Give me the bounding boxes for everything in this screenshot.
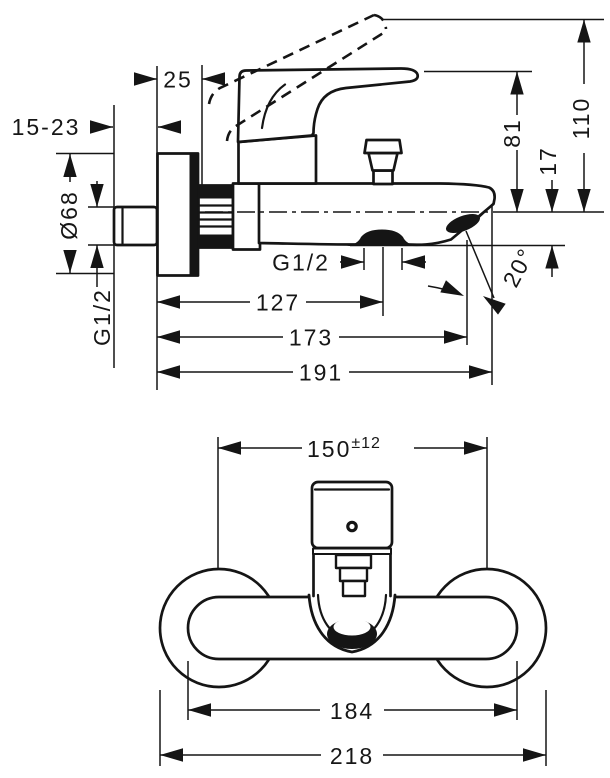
dim-arrow — [523, 748, 546, 762]
mixer-body — [205, 182, 497, 247]
dim-arrow — [63, 250, 77, 273]
nut-top-band — [198, 185, 233, 199]
dim-label-g12-wall: G1/2 — [89, 288, 115, 346]
dim-arrow — [157, 330, 180, 344]
dim-label-127: 127 — [256, 290, 300, 316]
dim-arrow — [402, 255, 425, 269]
dim-label-81: 81 — [499, 118, 525, 148]
diverter-front — [334, 553, 373, 598]
dim-label-20deg: 20° — [497, 243, 539, 291]
dim-arrow — [157, 295, 180, 309]
dim-label-17: 17 — [535, 146, 561, 176]
outlet-angle-line — [465, 230, 495, 299]
dim-label-110: 110 — [568, 97, 594, 140]
lever-sculpt-line — [260, 83, 287, 130]
dim-label-150-value: 150 — [307, 436, 351, 462]
lever-open-top-edge — [207, 13, 375, 105]
dim-label-191: 191 — [299, 360, 343, 386]
side-dimensions — [63, 19, 591, 379]
dim-arrow — [440, 280, 467, 303]
dim-arrow — [157, 365, 180, 379]
front-extension-lines — [159, 437, 547, 766]
dim-arrow — [545, 189, 559, 212]
dim-arrow — [158, 120, 181, 134]
dim-arrow — [494, 703, 517, 717]
joint-band — [312, 547, 392, 555]
handle-front — [310, 480, 394, 550]
diverter-knob — [363, 138, 403, 186]
dim-arrow — [188, 703, 211, 717]
diverter-front-mid — [338, 566, 369, 583]
dim-arrow — [90, 184, 104, 207]
dim-label-150-tolerance: ±12 — [351, 435, 381, 452]
dim-arrow — [577, 19, 591, 43]
dim-arrow — [90, 245, 104, 268]
dim-arrow — [90, 120, 113, 134]
diverter-mid — [367, 151, 399, 172]
dim-arrow — [545, 245, 559, 269]
dim-arrow — [464, 441, 487, 455]
dim-arrow — [510, 189, 524, 212]
diverter-front-stem — [341, 579, 367, 598]
diverter-stem — [372, 169, 394, 186]
hose-outlet-boss — [347, 229, 417, 246]
lever-handle-closed — [236, 67, 420, 144]
front-shapes — [158, 480, 548, 689]
dim-label-15-23: 15-23 — [12, 114, 81, 140]
dim-arrow — [577, 189, 591, 212]
dim-arrow — [360, 295, 383, 309]
escutcheon-front-edge — [189, 153, 198, 276]
wall-connection — [112, 152, 262, 277]
cartridge-housing — [237, 134, 318, 185]
aerator-opening — [333, 618, 371, 636]
spout-outlet-opening — [445, 213, 481, 234]
side-view: 25 15-23 Ø68 G1/2 81 17 110 20° G1/2 127… — [12, 13, 604, 390]
dim-label-dia68: Ø68 — [56, 190, 82, 239]
side-extension-lines — [56, 18, 604, 390]
handle — [236, 67, 420, 144]
body-spout-outline — [257, 182, 496, 247]
dim-label-150: 150±12 — [307, 435, 381, 462]
lever-open-bottom-edge — [225, 28, 389, 142]
diverter-front-top — [334, 553, 373, 570]
cartridge-box — [237, 134, 318, 185]
dim-arrow — [444, 330, 467, 344]
dim-arrow — [341, 255, 364, 269]
diverter-cap — [363, 138, 403, 155]
dim-arrow — [510, 71, 524, 95]
connection-nut — [197, 184, 235, 249]
handle-open-position — [207, 13, 389, 142]
dim-arrow — [469, 365, 492, 379]
dim-label-25: 25 — [163, 67, 193, 93]
handle-screw-dot — [346, 520, 358, 533]
dim-label-184: 184 — [330, 698, 374, 724]
body-junction-ring — [231, 182, 262, 251]
dim-arrow — [63, 154, 77, 177]
front-view: 150±12 184 218 — [158, 435, 548, 769]
wall-union-nipple — [112, 205, 159, 247]
dim-arrow — [218, 441, 241, 455]
dim-arrow — [134, 72, 157, 86]
dim-arrow — [160, 748, 183, 762]
dim-label-g12-spout: G1/2 — [272, 250, 330, 276]
nut-bottom-band — [198, 234, 233, 248]
dim-arrow — [202, 72, 225, 86]
front-labels: 150±12 184 218 — [307, 435, 381, 769]
front-dimensions — [160, 441, 546, 762]
lever-open-tip — [373, 13, 388, 30]
dim-label-218: 218 — [330, 743, 374, 769]
dim-label-173: 173 — [289, 325, 333, 351]
outlet-face-edge — [477, 201, 496, 219]
